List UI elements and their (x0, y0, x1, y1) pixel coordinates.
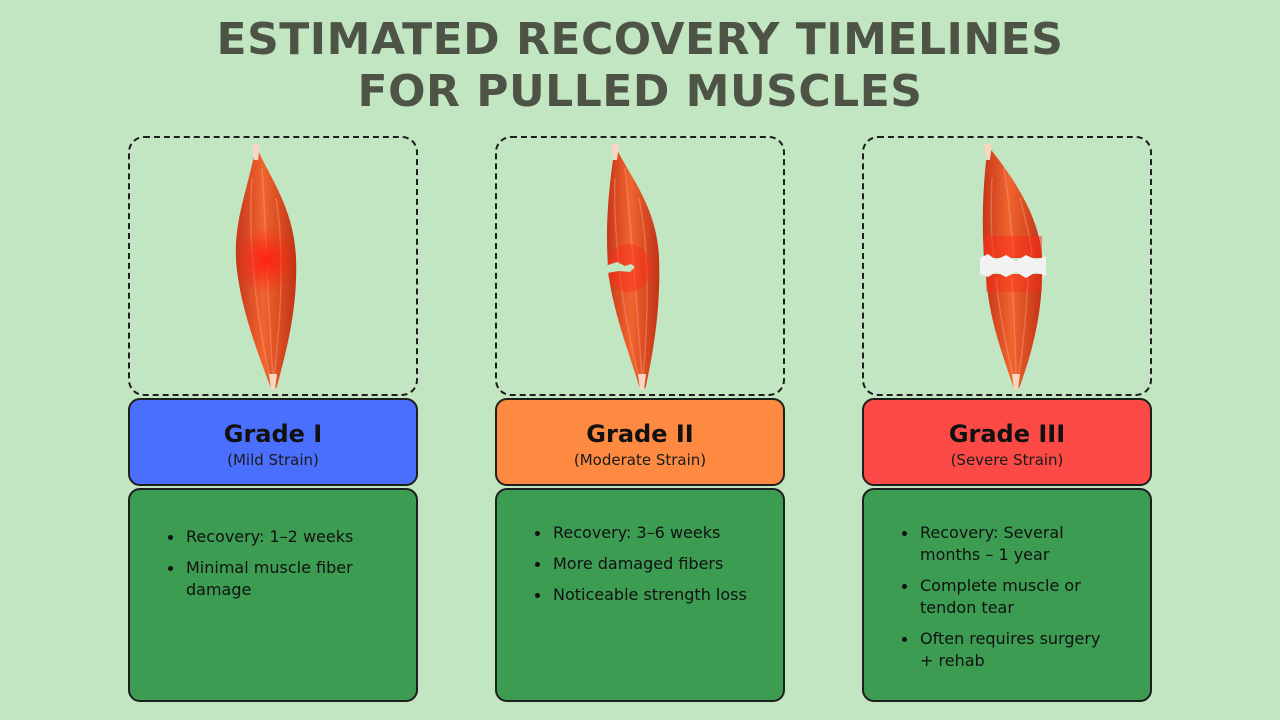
grade-1-details: Recovery: 1–2 weeks Minimal muscle fiber… (128, 488, 418, 702)
list-item: Complete muscle or tendon tear (902, 575, 1110, 619)
list-item: Noticeable strength loss (535, 584, 771, 606)
grade-3-list: Recovery: Several months – 1 year Comple… (902, 522, 1110, 681)
grade-3-details: Recovery: Several months – 1 year Comple… (862, 488, 1152, 702)
grade-2-title: Grade II (586, 420, 694, 448)
list-item: Minimal muscle fiber damage (168, 557, 404, 601)
list-item: Recovery: 1–2 weeks (168, 526, 404, 548)
grade-1-subtitle: (Mild Strain) (227, 451, 319, 469)
list-item: Recovery: 3–6 weeks (535, 522, 771, 544)
grade-2-header: Grade II (Moderate Strain) (495, 398, 785, 486)
grade-3-subtitle: (Severe Strain) (950, 451, 1064, 469)
grade-1-illustration-frame (128, 136, 418, 396)
grade-2-illustration-frame (495, 136, 785, 396)
list-item: More damaged fibers (535, 553, 771, 575)
page-title: ESTIMATED RECOVERY TIMELINES FOR PULLED … (0, 14, 1280, 118)
grade-3-illustration-frame (862, 136, 1152, 396)
grade-2-list: Recovery: 3–6 weeks More damaged fibers … (535, 522, 771, 615)
list-item: Recovery: Several months – 1 year (902, 522, 1110, 566)
list-item: Often requires surgery + rehab (902, 628, 1110, 672)
muscle-bruise-icon (235, 144, 297, 390)
title-line-1: ESTIMATED RECOVERY TIMELINES (216, 14, 1064, 65)
grade-1-header: Grade I (Mild Strain) (128, 398, 418, 486)
grade-1-list: Recovery: 1–2 weeks Minimal muscle fiber… (168, 526, 404, 610)
grade-1-title: Grade I (223, 420, 323, 448)
grade-2-subtitle: (Moderate Strain) (573, 451, 707, 469)
title-line-2: FOR PULLED MUSCLES (357, 66, 923, 117)
grade-3-title: Grade III (948, 420, 1066, 448)
muscle-full-tear-icon (980, 144, 1046, 390)
grade-2-details: Recovery: 3–6 weeks More damaged fibers … (495, 488, 785, 702)
muscle-partial-tear-icon (605, 144, 660, 390)
grade-3-header: Grade III (Severe Strain) (862, 398, 1152, 486)
